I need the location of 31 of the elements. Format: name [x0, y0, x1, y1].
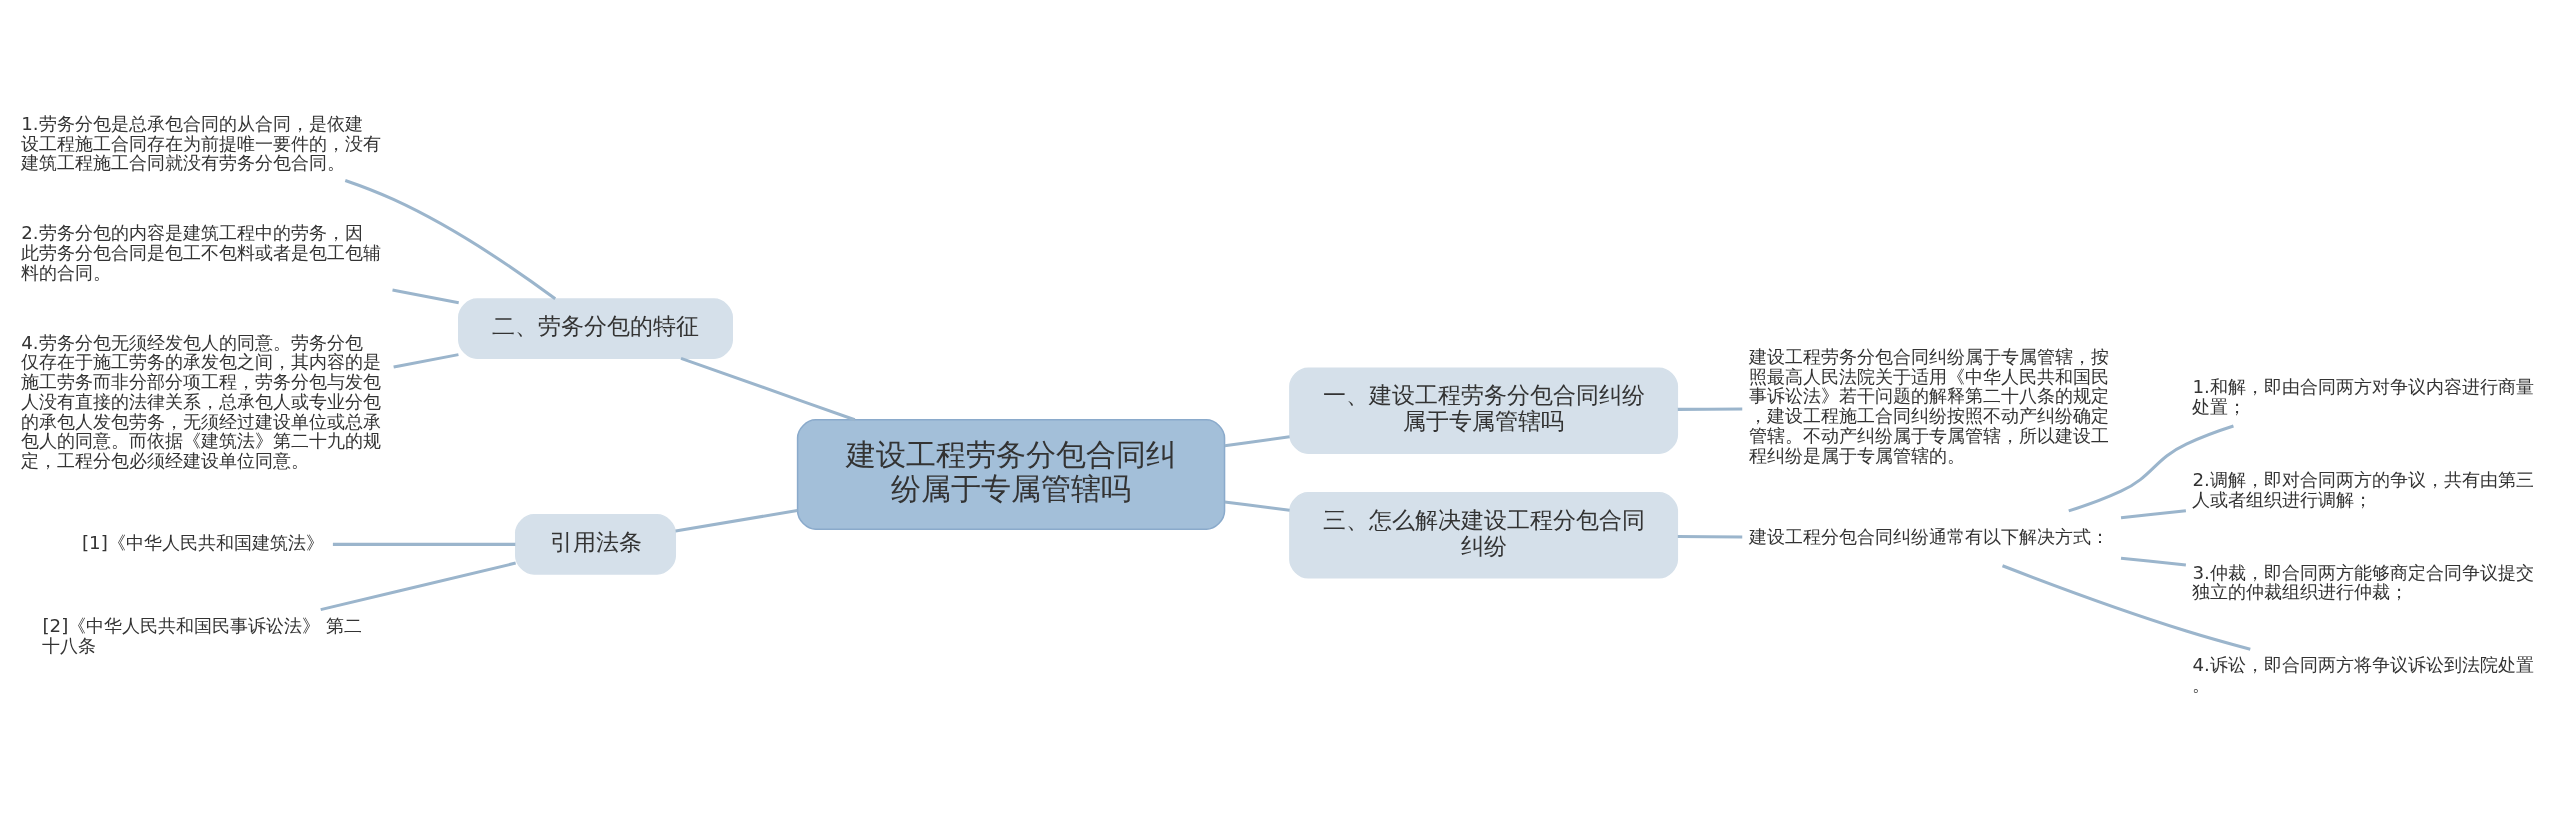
connector — [1224, 500, 1290, 512]
node-text: 建设工程劳务分包合同纠纷属于专属管辖，按照最高人民法院关于适用《中华人民共和国民事诉讼法》若干问题的解释第二十八条的规定，建设工程施工合同纠纷按照不动产纠纷确定管辖。不动产纠纷属于专属管辖，所以建设工程纠纷是属于专属管辖的。 — [1748, 345, 2109, 466]
node-box: 引用法条 — [515, 514, 677, 575]
node-box: 三、怎么解决建设工程分包合同纠纷 — [1289, 491, 1679, 579]
node-text: [1]《中华人民共和国建筑法》 — [81, 532, 324, 554]
node-text: 2.调解，即对合同两方的争议，共有由第三人或者组织进行调解； — [2192, 469, 2534, 510]
connector — [344, 179, 557, 301]
connector — [2068, 424, 2234, 513]
connector — [320, 561, 516, 612]
node-text: 4.劳务分包无须经发包人的同意。劳务分包仅存在于施工劳务的承发包之间，其内容的是施工劳务而非分部分项工程，劳务分包与发包人没有直接的法律关系，总承包人或专业分包的承包人发包劳务，无须经过建设单位或总承包人的同意。而依据《建筑法》第二十九的规定，工程分包必须经建设单位同意。 — [21, 331, 382, 472]
connector — [1224, 435, 1290, 448]
connector — [1677, 407, 1743, 411]
connector — [2001, 564, 2251, 651]
connector — [1677, 535, 1743, 539]
node-box: 一、建设工程劳务分包合同纠纷属于专属管辖吗 — [1289, 367, 1679, 454]
connector — [332, 542, 516, 546]
node-text: 3.仲裁，即合同两方能够商定合同争议提交独立的仲裁组织进行仲裁； — [2192, 561, 2534, 603]
connector — [393, 353, 459, 369]
node-text: 建设工程分包合同纠纷通常有以下解决方式： — [1748, 526, 2109, 548]
node-text: 4.诉讼，即合同两方将争议诉讼到法院处置。 — [2192, 654, 2534, 696]
node-box: 二、劳务分包的特征 — [458, 298, 733, 359]
node-text: [2]《中华人民共和国民事诉讼法》 第二十八条 — [42, 614, 363, 656]
node-text: 1.和解，即由合同两方对争议内容进行商量处置； — [2192, 376, 2534, 418]
connector — [680, 356, 856, 422]
connector — [675, 508, 798, 533]
connector — [2120, 509, 2187, 520]
node-box: 建设工程劳务分包合同纠纷属于专属管辖吗 — [796, 419, 1226, 530]
connector — [392, 288, 459, 305]
connector — [2120, 556, 2187, 567]
node-text: 1.劳务分包是总承包合同的从合同，是依建设工程施工合同存在为前提唯一要件的，没有建筑工程施工合同就没有劳务分包合同。 — [21, 112, 382, 174]
node-text: 2.劳务分包的内容是建筑工程中的劳务，因此劳务分包合同是包工不包料或者是包工包辅料的合同。 — [21, 222, 382, 283]
